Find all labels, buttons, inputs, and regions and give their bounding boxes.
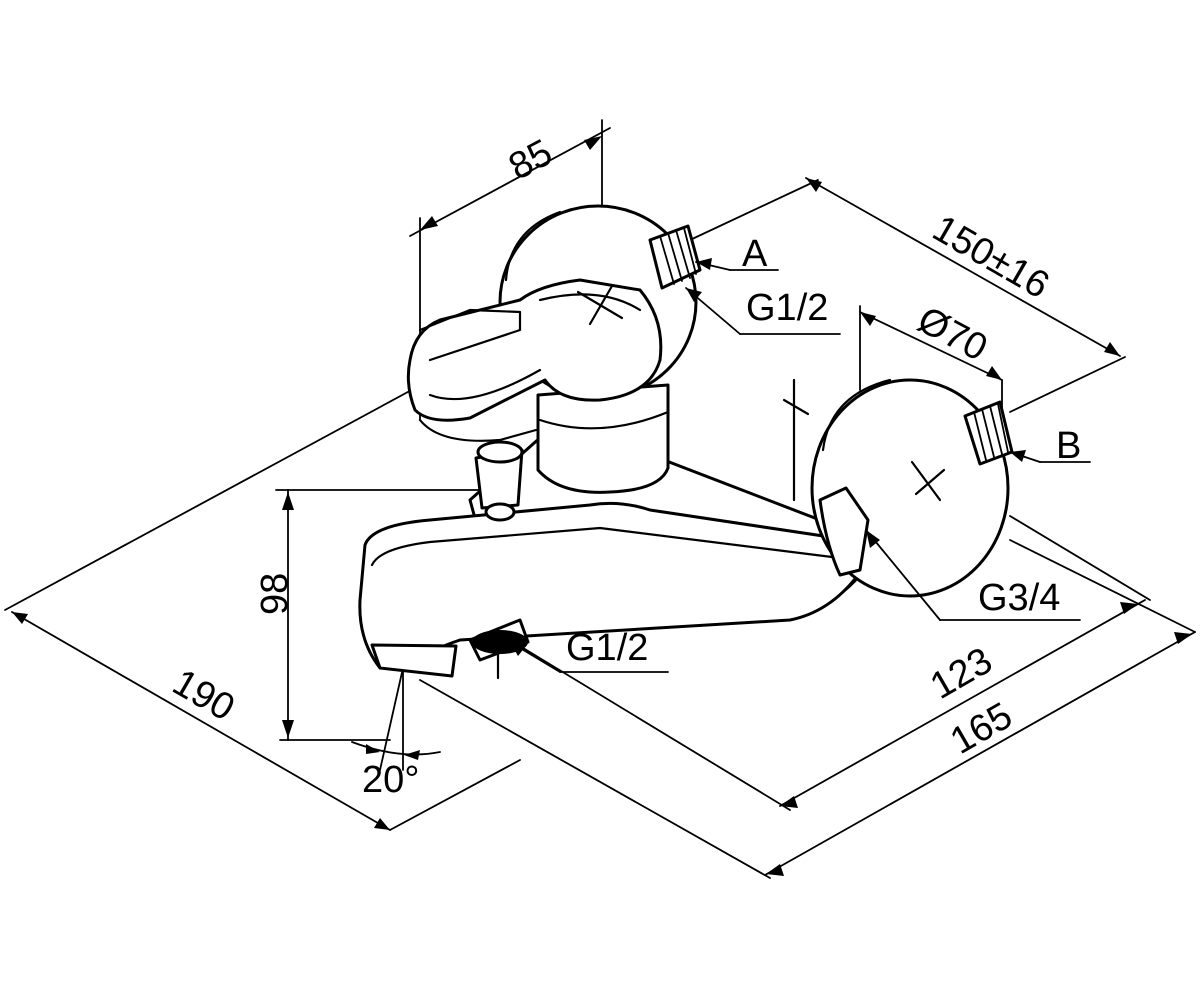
dimension-190-label: 190 xyxy=(166,661,242,729)
callout-b-label: B xyxy=(1056,425,1081,467)
dimension-diameter-70-label: Ø70 xyxy=(911,299,994,370)
callout-a-label: A xyxy=(742,233,768,275)
callout-shower-g12-label: G1/2 xyxy=(566,627,648,669)
left-thread-connector xyxy=(648,224,702,290)
spout xyxy=(358,501,860,678)
callout-outlet-g34: G3/4 xyxy=(865,529,1081,621)
diverter-knob xyxy=(474,440,524,522)
dimension-85-label: 85 xyxy=(502,132,559,189)
cartridge-column xyxy=(536,383,670,494)
angle-20-label: 20° xyxy=(362,759,419,801)
callout-b: B xyxy=(1009,425,1091,467)
right-escutcheon xyxy=(810,378,1010,598)
center-cross-left xyxy=(576,284,624,326)
callout-inlet-g12-label: G1/2 xyxy=(746,287,828,329)
center-cross-right xyxy=(782,378,946,502)
callout-inlet-g12: G1/2 xyxy=(685,287,841,335)
callout-a: A xyxy=(695,233,779,275)
angle-20: 20° xyxy=(351,667,441,801)
dimension-123-label: 123 xyxy=(924,640,1000,708)
callout-shower-g12: G1/2 xyxy=(509,627,669,673)
lever-handle xyxy=(406,278,663,442)
dimension-98: 98 xyxy=(254,489,481,741)
dimension-165-label: 165 xyxy=(944,695,1020,763)
dimension-98-label: 98 xyxy=(254,573,296,615)
callout-outlet-g34-label: G3/4 xyxy=(978,577,1060,619)
